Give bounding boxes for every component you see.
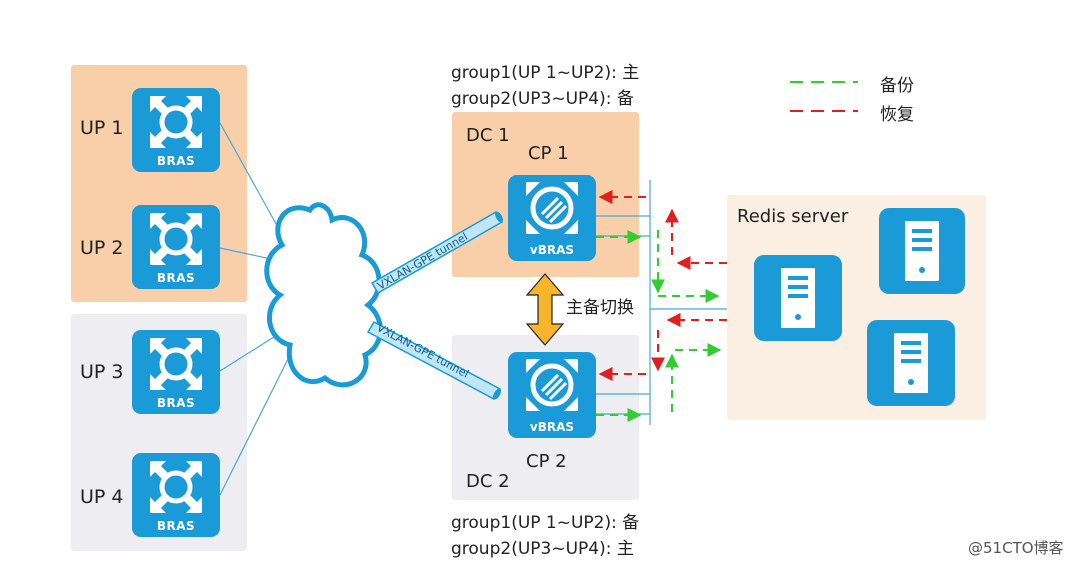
vbras-device-cp2: vBRAS bbox=[508, 352, 596, 438]
tunnel-2-label: VXLAN-GPE tunnel bbox=[375, 321, 471, 380]
switchover-label: 主备切换 bbox=[566, 298, 634, 318]
up-3-label: UP 3 bbox=[80, 361, 124, 383]
dc2-group-line-2: group2(UP3~UP4): 主 bbox=[451, 539, 634, 559]
tunnel-1 bbox=[370, 210, 504, 295]
dc1-name: DC 1 bbox=[466, 125, 510, 146]
bras-label: BRAS bbox=[156, 271, 196, 285]
bras-device-up4: BRAS bbox=[132, 453, 220, 537]
network-cloud bbox=[264, 202, 383, 388]
bras-router-icon bbox=[150, 461, 202, 513]
dc1-group-line-2: group2(UP3~UP4): 备 bbox=[451, 89, 634, 109]
server-icon bbox=[867, 320, 955, 406]
vbras-icon bbox=[526, 359, 578, 411]
up-4-label: UP 4 bbox=[80, 486, 124, 508]
bras-router-icon bbox=[150, 96, 202, 148]
tunnel-2 bbox=[366, 321, 502, 400]
redis-server-label: Redis server bbox=[737, 206, 849, 227]
legend-restore-label: 恢复 bbox=[880, 105, 914, 125]
bras-label: BRAS bbox=[156, 519, 196, 533]
up-1-label: UP 1 bbox=[80, 117, 124, 139]
up-2-label: UP 2 bbox=[80, 237, 124, 259]
bras-label: BRAS bbox=[156, 154, 196, 168]
dc1-group-line-1: group1(UP 1~UP2): 主 bbox=[451, 63, 640, 83]
dc2-name: DC 2 bbox=[466, 471, 510, 492]
vbras-device-cp1: vBRAS bbox=[508, 175, 596, 261]
server-icon bbox=[879, 208, 965, 294]
switchover-arrow bbox=[525, 273, 565, 346]
vbras-label: vBRAS bbox=[529, 243, 575, 257]
bras-label: BRAS bbox=[156, 396, 196, 410]
dc1-cp-label: CP 1 bbox=[528, 143, 569, 164]
bras-device-up1: BRAS bbox=[132, 88, 220, 172]
vbras-icon bbox=[526, 182, 578, 234]
bras-device-up3: BRAS bbox=[132, 330, 220, 414]
vbras-label: vBRAS bbox=[529, 420, 575, 434]
bras-router-icon bbox=[150, 338, 202, 390]
bras-device-up2: BRAS bbox=[132, 205, 220, 289]
watermark: @51CTO博客 bbox=[968, 539, 1064, 557]
bras-router-icon bbox=[150, 213, 202, 265]
dc2-group-line-1: group1(UP 1~UP2): 备 bbox=[451, 513, 640, 533]
tunnel-1-label: VXLAN-GPE tunnel bbox=[375, 230, 470, 292]
legend-backup-label: 备份 bbox=[880, 76, 914, 96]
dc2-cp-label: CP 2 bbox=[526, 451, 567, 472]
server-icon bbox=[754, 255, 842, 341]
